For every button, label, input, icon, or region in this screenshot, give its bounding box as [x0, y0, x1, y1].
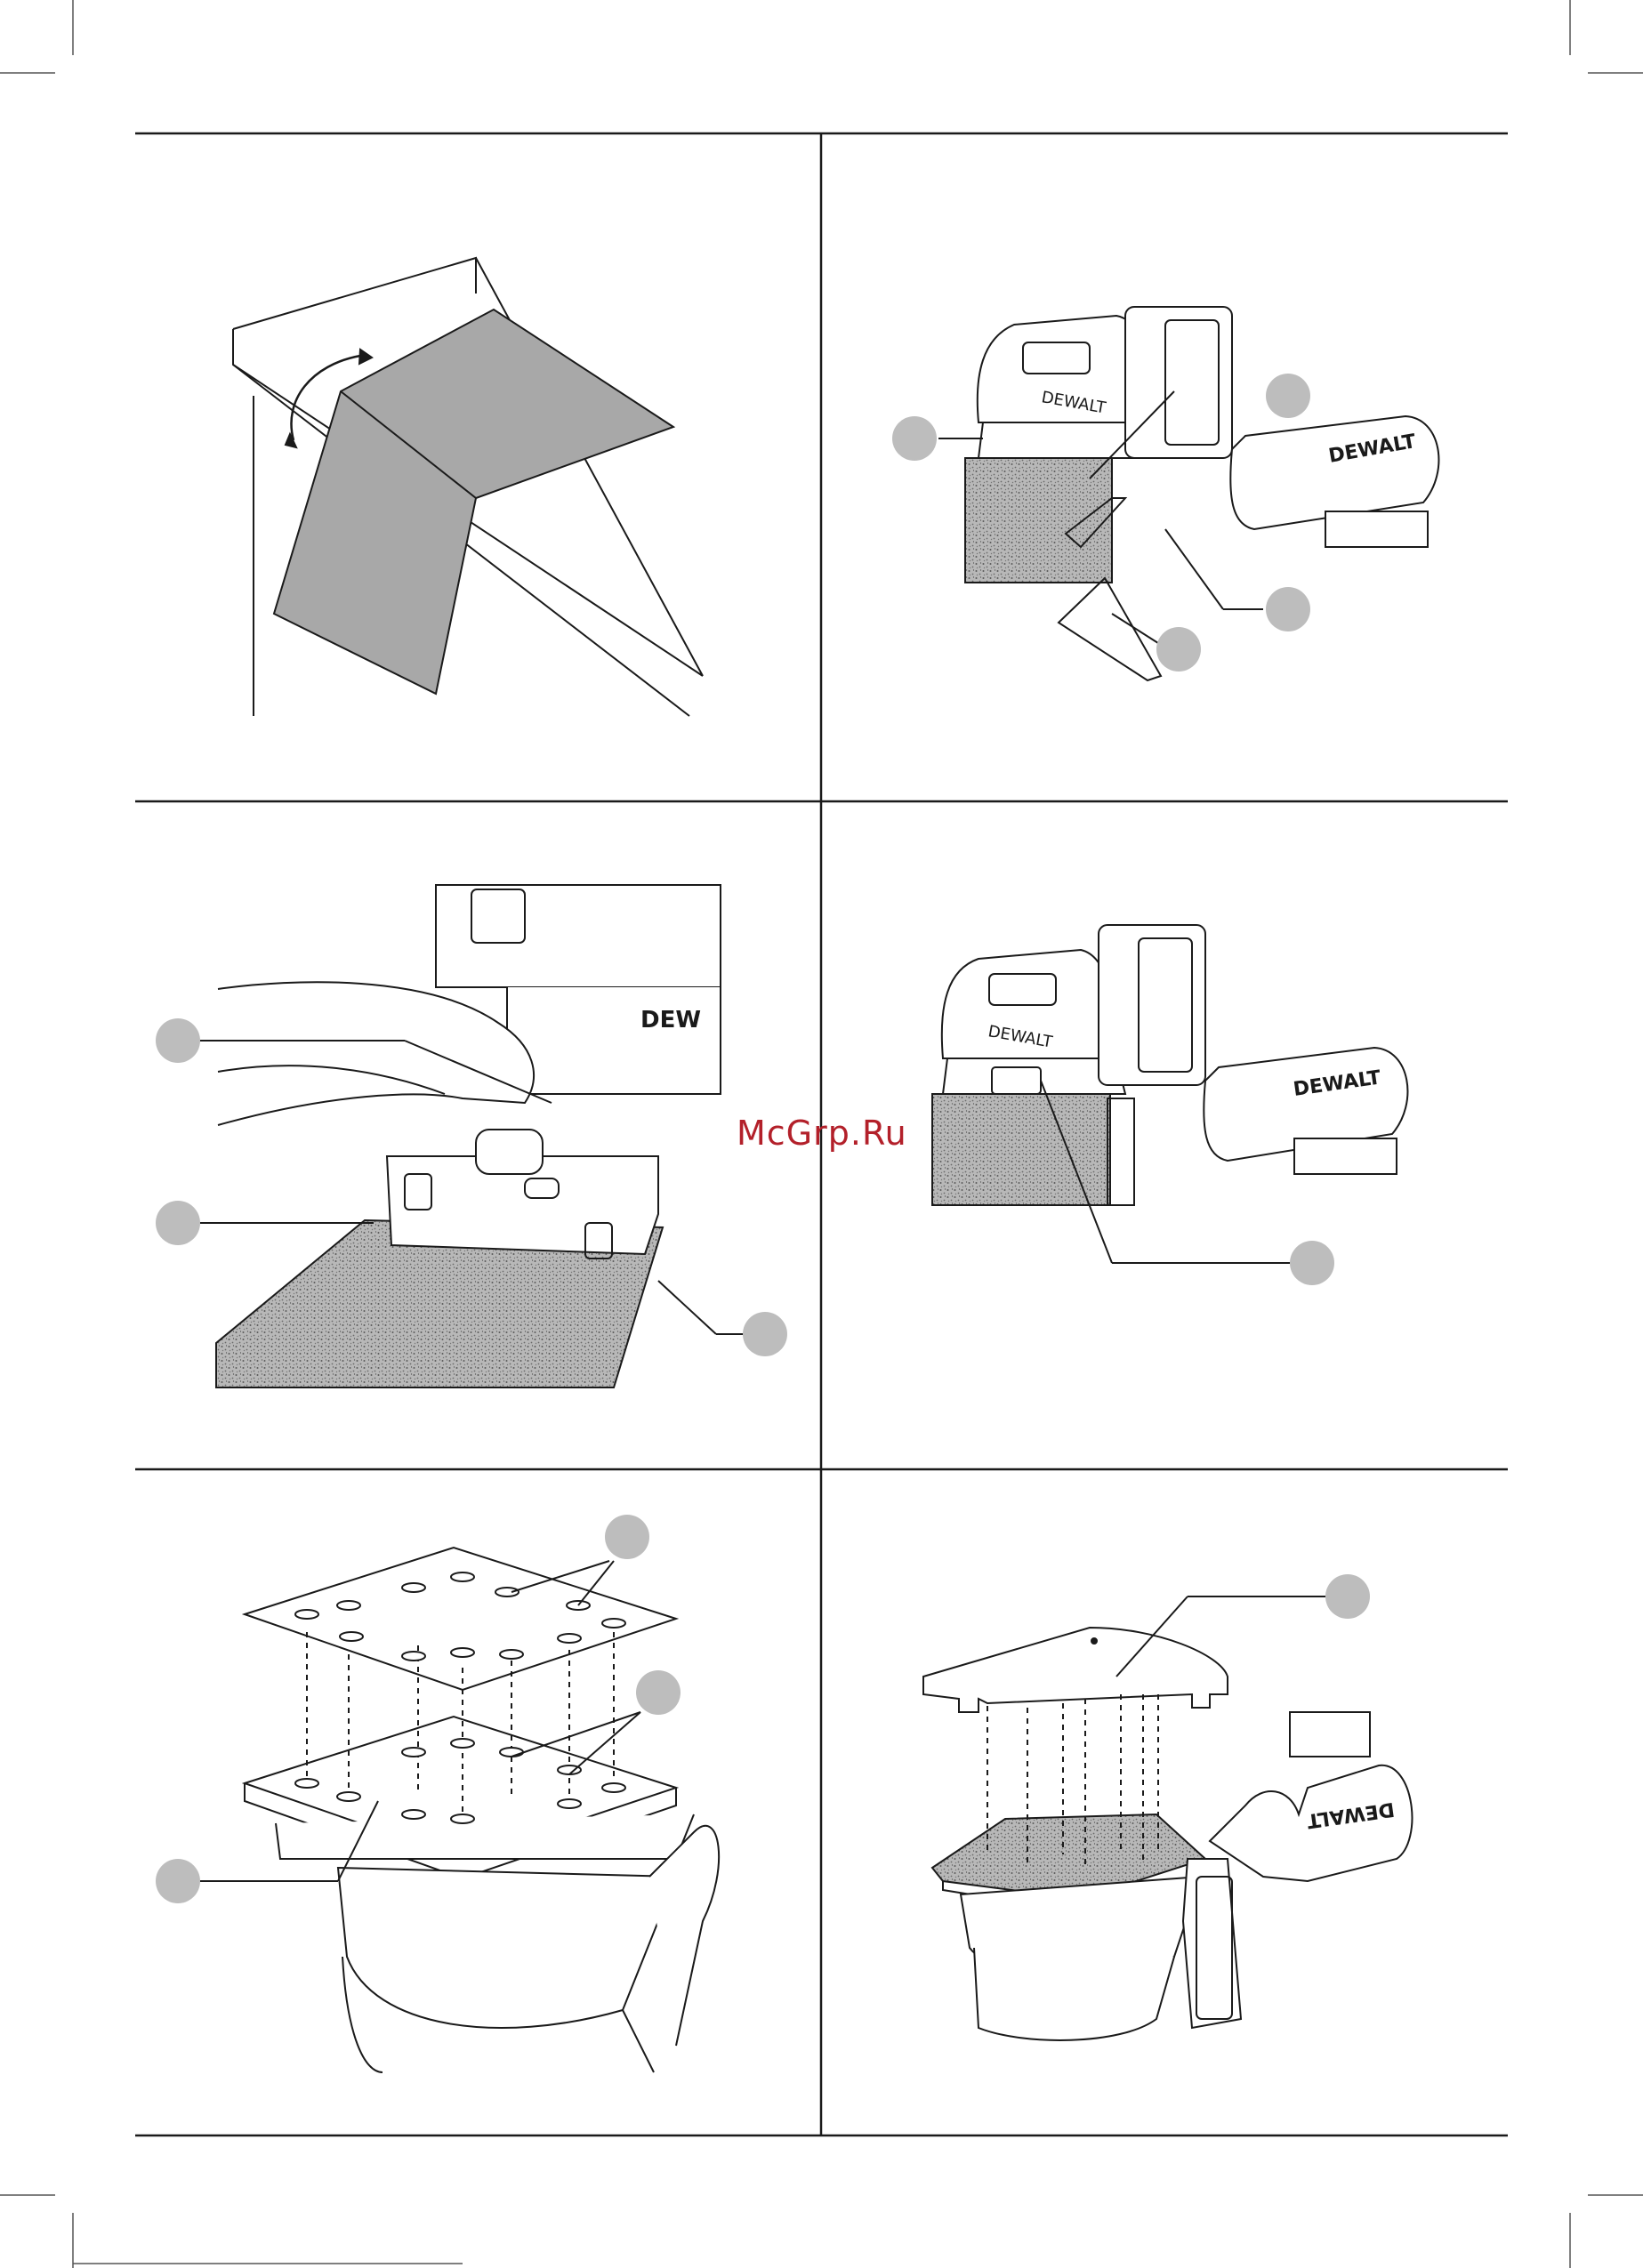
- svg-text:DEW: DEW: [640, 1007, 701, 1033]
- callout-marker: [156, 1201, 200, 1245]
- callout-marker: [1290, 1241, 1334, 1285]
- panel-clamp-closed: DEWALT DEWALT: [932, 925, 1407, 1263]
- callout-marker: [156, 1859, 200, 1903]
- panel-insert-paper: DEW: [200, 885, 747, 1387]
- panel-punch-holes: [200, 1548, 719, 2072]
- watermark-text: McGrp.Ru: [737, 1110, 923, 1156]
- callout-marker: [636, 1670, 681, 1715]
- callout-marker: [605, 1515, 649, 1559]
- panel-hook-loop-pad: DEWALT: [923, 1596, 1412, 2040]
- callout-marker: [892, 416, 937, 461]
- callout-marker: [1325, 1574, 1370, 1619]
- callout-marker: [156, 1018, 200, 1063]
- panel-remove-clamps: DEWALT DEWALT: [938, 307, 1438, 680]
- callout-marker: [1266, 374, 1310, 418]
- callout-marker: [743, 1312, 787, 1356]
- callout-marker: [1266, 587, 1310, 631]
- panel-fold-sheet: [233, 258, 703, 716]
- callout-marker: [1156, 627, 1201, 672]
